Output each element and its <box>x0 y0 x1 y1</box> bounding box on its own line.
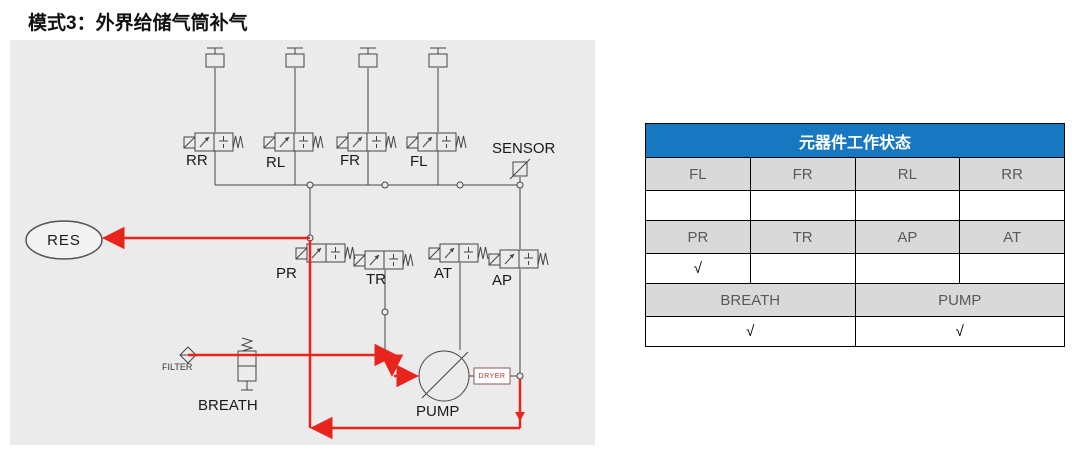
valve-label-fr: FR <box>340 152 360 169</box>
table-cell-at-state <box>959 253 1065 284</box>
table-row: BREATH PUMP <box>645 283 1065 317</box>
table-cell-fl-state <box>645 190 751 221</box>
pump-label: PUMP <box>416 403 460 420</box>
table-cell-breath: BREATH <box>645 283 856 317</box>
table-cell-tr-state <box>749 253 856 284</box>
valve-symbol-at <box>428 243 489 263</box>
filter-label: FILTER <box>162 362 193 372</box>
page-title: 模式3：外界给储气筒补气 <box>28 13 248 34</box>
table-row: PR TR AP AT <box>645 220 1065 254</box>
table-cell-tr: TR <box>749 220 856 254</box>
valve-label-tr: TR <box>366 271 386 288</box>
table-cell-ap: AP <box>854 220 961 254</box>
table-cell-pump: PUMP <box>854 283 1065 317</box>
valve-label-at: AT <box>434 265 453 282</box>
table-cell-fl: FL <box>645 157 751 191</box>
valve-symbol-rl <box>263 132 324 152</box>
table-cell-at: AT <box>959 220 1065 254</box>
air-flow-path <box>102 226 525 440</box>
table-row: FL FR RL RR <box>645 157 1065 191</box>
sensor-symbol <box>509 158 531 180</box>
valve-symbol-fr <box>336 132 397 152</box>
valve-label-fl: FL <box>410 153 428 170</box>
supply-valve-symbols <box>295 243 549 270</box>
table-row: √ <box>645 253 1065 284</box>
circuit-lines <box>214 68 521 377</box>
pneumatic-circuit-panel: RR RL FR FL SENSOR RES PR TR AT AP FILTE… <box>10 40 595 445</box>
valve-symbol-pr <box>295 243 356 263</box>
table-title: 元器件工作状态 <box>645 123 1065 158</box>
breath-label: BREATH <box>198 397 258 414</box>
sensor-label: SENSOR <box>492 140 556 157</box>
table-cell-rl: RL <box>854 157 961 191</box>
valve-label-pr: PR <box>276 265 297 282</box>
pneumatic-circuit-diagram <box>25 47 549 440</box>
junction-points <box>306 181 524 380</box>
dryer-symbol <box>473 367 511 385</box>
table-cell-pr-state: √ <box>645 253 751 284</box>
component-status-table: 元器件工作状态 FL FR RL RR PR TR AP AT √ BREATH… <box>645 123 1065 347</box>
valve-symbol-ap <box>488 249 549 269</box>
table-cell-fr: FR <box>749 157 856 191</box>
table-cell-rl-state <box>854 190 961 221</box>
table-cell-rr-state <box>959 190 1065 221</box>
table-cell-ap-state <box>854 253 961 284</box>
brake-chamber-symbols <box>205 47 448 68</box>
table-cell-fr-state <box>749 190 856 221</box>
valve-label-ap: AP <box>492 272 513 289</box>
valve-label-rl: RL <box>266 154 286 171</box>
table-cell-breath-state: √ <box>645 316 856 347</box>
pump-symbol <box>418 350 470 402</box>
table-cell-rr: RR <box>959 157 1065 191</box>
reservoir-label: RES <box>47 232 81 249</box>
dryer-label: DRYER <box>478 373 506 380</box>
valve-label-rr: RR <box>186 152 208 169</box>
valve-symbol-rr <box>183 132 244 152</box>
wheel-valve-symbols <box>183 132 467 152</box>
table-row <box>645 190 1065 221</box>
breath-valve-symbol <box>237 337 257 391</box>
table-cell-pump-state: √ <box>854 316 1065 347</box>
table-cell-pr: PR <box>645 220 751 254</box>
valve-symbol-tr <box>353 250 414 270</box>
valve-symbol-fl <box>406 132 467 152</box>
table-row: √ √ <box>645 316 1065 347</box>
